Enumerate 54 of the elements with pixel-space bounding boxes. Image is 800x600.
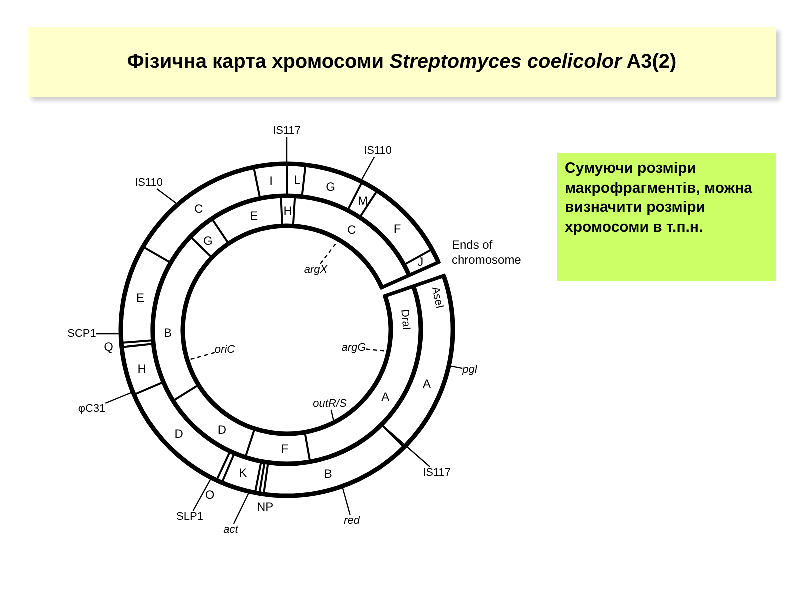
fragment-label: L xyxy=(294,174,301,186)
fragment-label: J xyxy=(418,256,424,268)
fragment-label: AseI xyxy=(429,286,444,310)
fragment-label: M xyxy=(358,194,368,207)
locus-label: IS110 xyxy=(364,145,392,157)
fragment-label: NP xyxy=(256,500,274,513)
locus-label: argX xyxy=(304,264,328,276)
fragment-label: I xyxy=(270,174,273,187)
leader-line xyxy=(342,486,351,516)
fragment-label: O xyxy=(205,488,215,501)
fragment-label: H xyxy=(138,362,146,375)
fragment-label: H xyxy=(284,205,292,217)
leader-line xyxy=(192,478,212,512)
fragment-label: C xyxy=(347,224,356,236)
locus-label: red xyxy=(344,515,360,527)
locus-label: IS117 xyxy=(273,125,301,137)
locus-label: outR/S xyxy=(313,398,347,410)
fragment-label: E xyxy=(250,210,258,222)
fragment-label: D xyxy=(218,424,227,436)
fragment-label: Q xyxy=(104,341,114,354)
annotation-text: Ends of chromosome xyxy=(452,238,522,268)
fragment-label: C xyxy=(194,202,204,215)
locus-label: φC31 xyxy=(78,403,106,415)
leader-line xyxy=(330,410,335,423)
leader-line xyxy=(156,188,178,206)
fragment-label: F xyxy=(394,222,402,235)
leader-line xyxy=(233,491,250,524)
locus-label: SLP1 xyxy=(176,511,204,523)
leader-line xyxy=(105,392,134,404)
fragment-label: B xyxy=(324,468,332,480)
leader-line xyxy=(381,424,431,468)
locus-label: IS117 xyxy=(423,467,451,479)
fragment-label: B xyxy=(164,327,172,340)
leader-line xyxy=(448,365,463,370)
fragment-label: G xyxy=(203,234,213,247)
fragment-label: F xyxy=(281,442,289,455)
locus-label: act xyxy=(224,524,238,536)
leader-line xyxy=(360,156,376,182)
fragment-label: DraI xyxy=(398,308,411,331)
fragment-label: E xyxy=(136,292,145,304)
note-box: Сумуючи розміри макрофрагментів, можна визначити розміри хромосоми в т.п.н. xyxy=(557,153,776,281)
fragment-label: A xyxy=(423,378,432,390)
locus-label: argG xyxy=(342,342,366,354)
locus-label: pgl xyxy=(462,364,478,376)
title-banner: Фізична карта хромосоми Streptomyces coelicolor A3(2) xyxy=(28,27,776,97)
fragment-label: A xyxy=(382,390,390,403)
locus-label: IS110 xyxy=(135,177,163,189)
locus-label: oriC xyxy=(214,344,236,356)
locus-label: SCP1 xyxy=(68,328,96,340)
fragment-label: G xyxy=(326,180,336,193)
fragment-label: D xyxy=(174,428,184,440)
leader-line xyxy=(96,333,122,335)
fragment-label: K xyxy=(239,467,248,480)
leader-line xyxy=(320,240,340,264)
